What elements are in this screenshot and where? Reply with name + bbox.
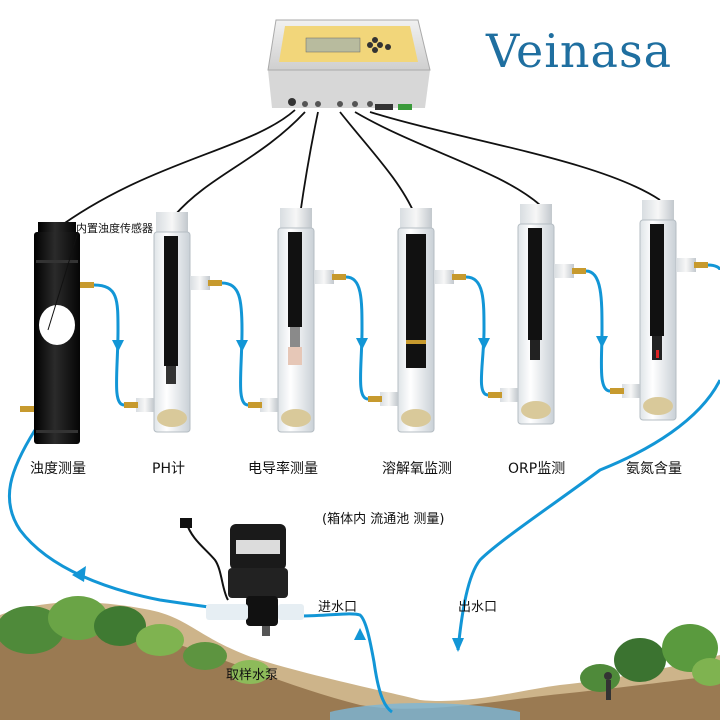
- inlet-label: 进水口: [318, 600, 358, 615]
- sampling-pump: [180, 518, 304, 636]
- ph-flow-cell: [124, 212, 222, 433]
- flow-cells: [124, 200, 708, 433]
- builtin-sensor-pointer: [47, 231, 79, 331]
- turbidity-sensor-body: [20, 222, 94, 444]
- sensor-label-ammonia: 氨氮含量: [626, 461, 682, 477]
- builtin-sensor-label: 内置浊度传感器: [76, 222, 153, 235]
- brand-logo: Veinasa: [486, 24, 673, 78]
- sensor-label-turbidity: 浊度测量: [30, 461, 86, 477]
- dissolved-oxygen-flow-cell: [368, 208, 466, 433]
- intake-arrow: [354, 628, 366, 640]
- data-logger-controller: [267, 19, 431, 110]
- landscape: [0, 596, 720, 720]
- pump-label: 取样水泵: [226, 668, 279, 683]
- box-note: (箱体内 流通池 测量): [322, 512, 445, 527]
- sensor-label-dissolved-oxygen: 溶解氧监测: [382, 461, 452, 477]
- outlet-label: 出水口: [458, 600, 498, 615]
- flow-arrows-loop: [72, 566, 464, 652]
- orp-flow-cell: [488, 204, 586, 425]
- sensor-label-ph: PH计: [152, 461, 185, 477]
- sensor-label-orp: ORP监测: [508, 461, 566, 477]
- ammonia-flow-cell: [610, 200, 708, 421]
- sensor-label-conductivity: 电导率测量: [248, 461, 318, 477]
- water-hoses: [93, 263, 720, 407]
- sensor-cables: [54, 109, 661, 231]
- conductivity-flow-cell: [248, 208, 346, 433]
- intake-pipe: [299, 612, 393, 714]
- hose-flow-arrows: [112, 336, 608, 352]
